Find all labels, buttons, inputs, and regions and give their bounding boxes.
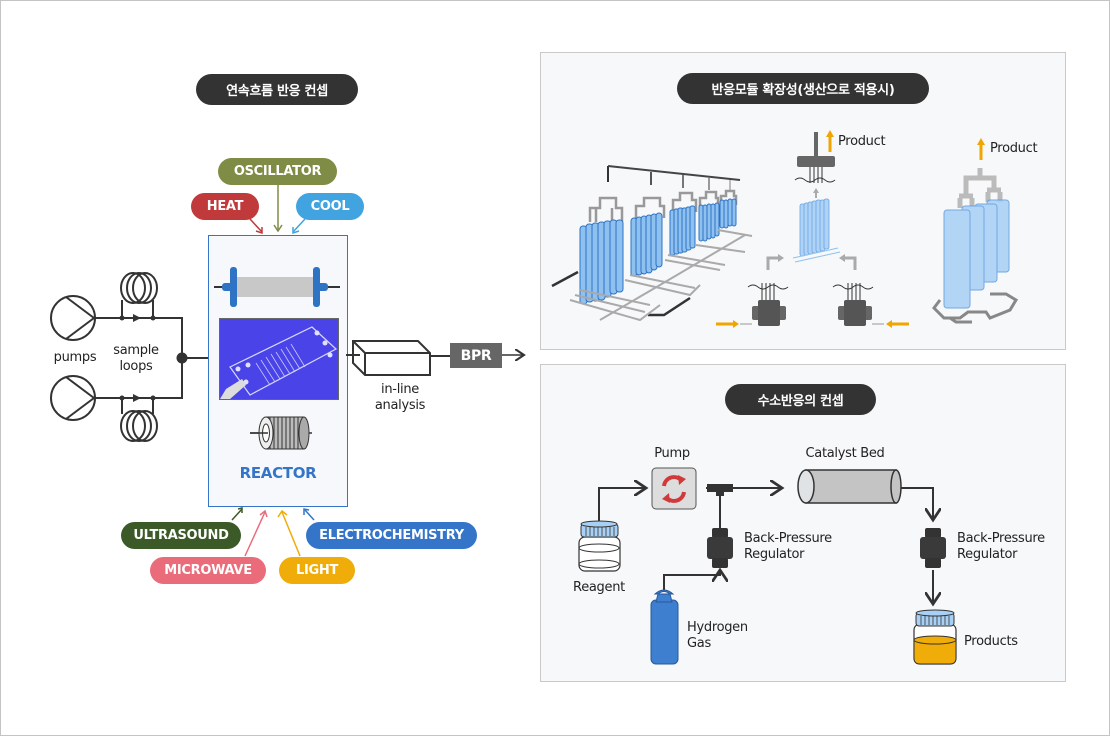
hydrogenation-title: 수소반응의 컨셉	[725, 384, 876, 415]
light-badge: LIGHT	[279, 557, 355, 584]
bpr1-label-line2: Regulator	[744, 547, 805, 562]
microreactor-chip-image	[219, 318, 339, 400]
pump-icon	[651, 467, 697, 510]
inline-analysis-label-line2: analysis	[374, 398, 426, 413]
electrochemistry-badge: ELECTROCHEMISTRY	[306, 522, 477, 549]
catalyst-bed-label: Catalyst Bed	[805, 446, 885, 461]
product-label-right: Product	[990, 141, 1038, 156]
oscillator-badge: OSCILLATOR	[218, 158, 337, 185]
module-scalability-title: 반응모듈 확장성(생산으로 적용시)	[677, 73, 929, 104]
cool-badge: COOL	[296, 193, 364, 220]
pumps-label: pumps	[53, 350, 97, 365]
bpr-box: BPR	[450, 343, 502, 368]
back-pressure-regulator-icon-2	[920, 528, 946, 568]
ultrasound-badge: ULTRASOUND	[121, 522, 241, 549]
inline-analysis-icon	[346, 340, 450, 376]
hydrogen-gas-label-line2: Gas	[687, 636, 711, 651]
hydrogenation-panel	[540, 364, 1066, 682]
sample-loops-label-line2: loops	[119, 359, 153, 374]
microwave-badge: MICROWAVE	[150, 557, 266, 584]
inline-analysis-label-line1: in-line	[381, 382, 419, 397]
numbered-up-reactor-array	[551, 165, 753, 322]
continuous-flow-title: 연속흐름 반응 컨셉	[196, 74, 358, 105]
catalyst-bed-icon	[797, 469, 902, 504]
center-module-illustration	[716, 130, 909, 328]
pump-label: Pump	[654, 446, 690, 461]
sample-loops-label-line1: sample	[113, 343, 159, 358]
bpr2-label-line2: Regulator	[957, 547, 1018, 562]
bpr2-label-line1: Back-Pressure	[957, 531, 1045, 546]
product-label-center: Product	[838, 134, 886, 149]
scaled-up-module-illustration	[932, 138, 1019, 324]
reagent-label: Reagent	[573, 580, 625, 595]
bpr1-label-line1: Back-Pressure	[744, 531, 832, 546]
reactor-label: REACTOR	[239, 464, 317, 482]
products-label: Products	[964, 634, 1018, 649]
back-pressure-regulator-icon	[707, 528, 733, 568]
products-bottle-icon	[913, 609, 957, 665]
heat-badge: HEAT	[191, 193, 259, 220]
reagent-bottle-icon	[578, 520, 621, 572]
hydrogen-cylinder-icon	[650, 589, 679, 665]
coil-reactor-icon	[250, 416, 312, 450]
hydrogen-gas-label-line1: Hydrogen	[687, 620, 748, 635]
